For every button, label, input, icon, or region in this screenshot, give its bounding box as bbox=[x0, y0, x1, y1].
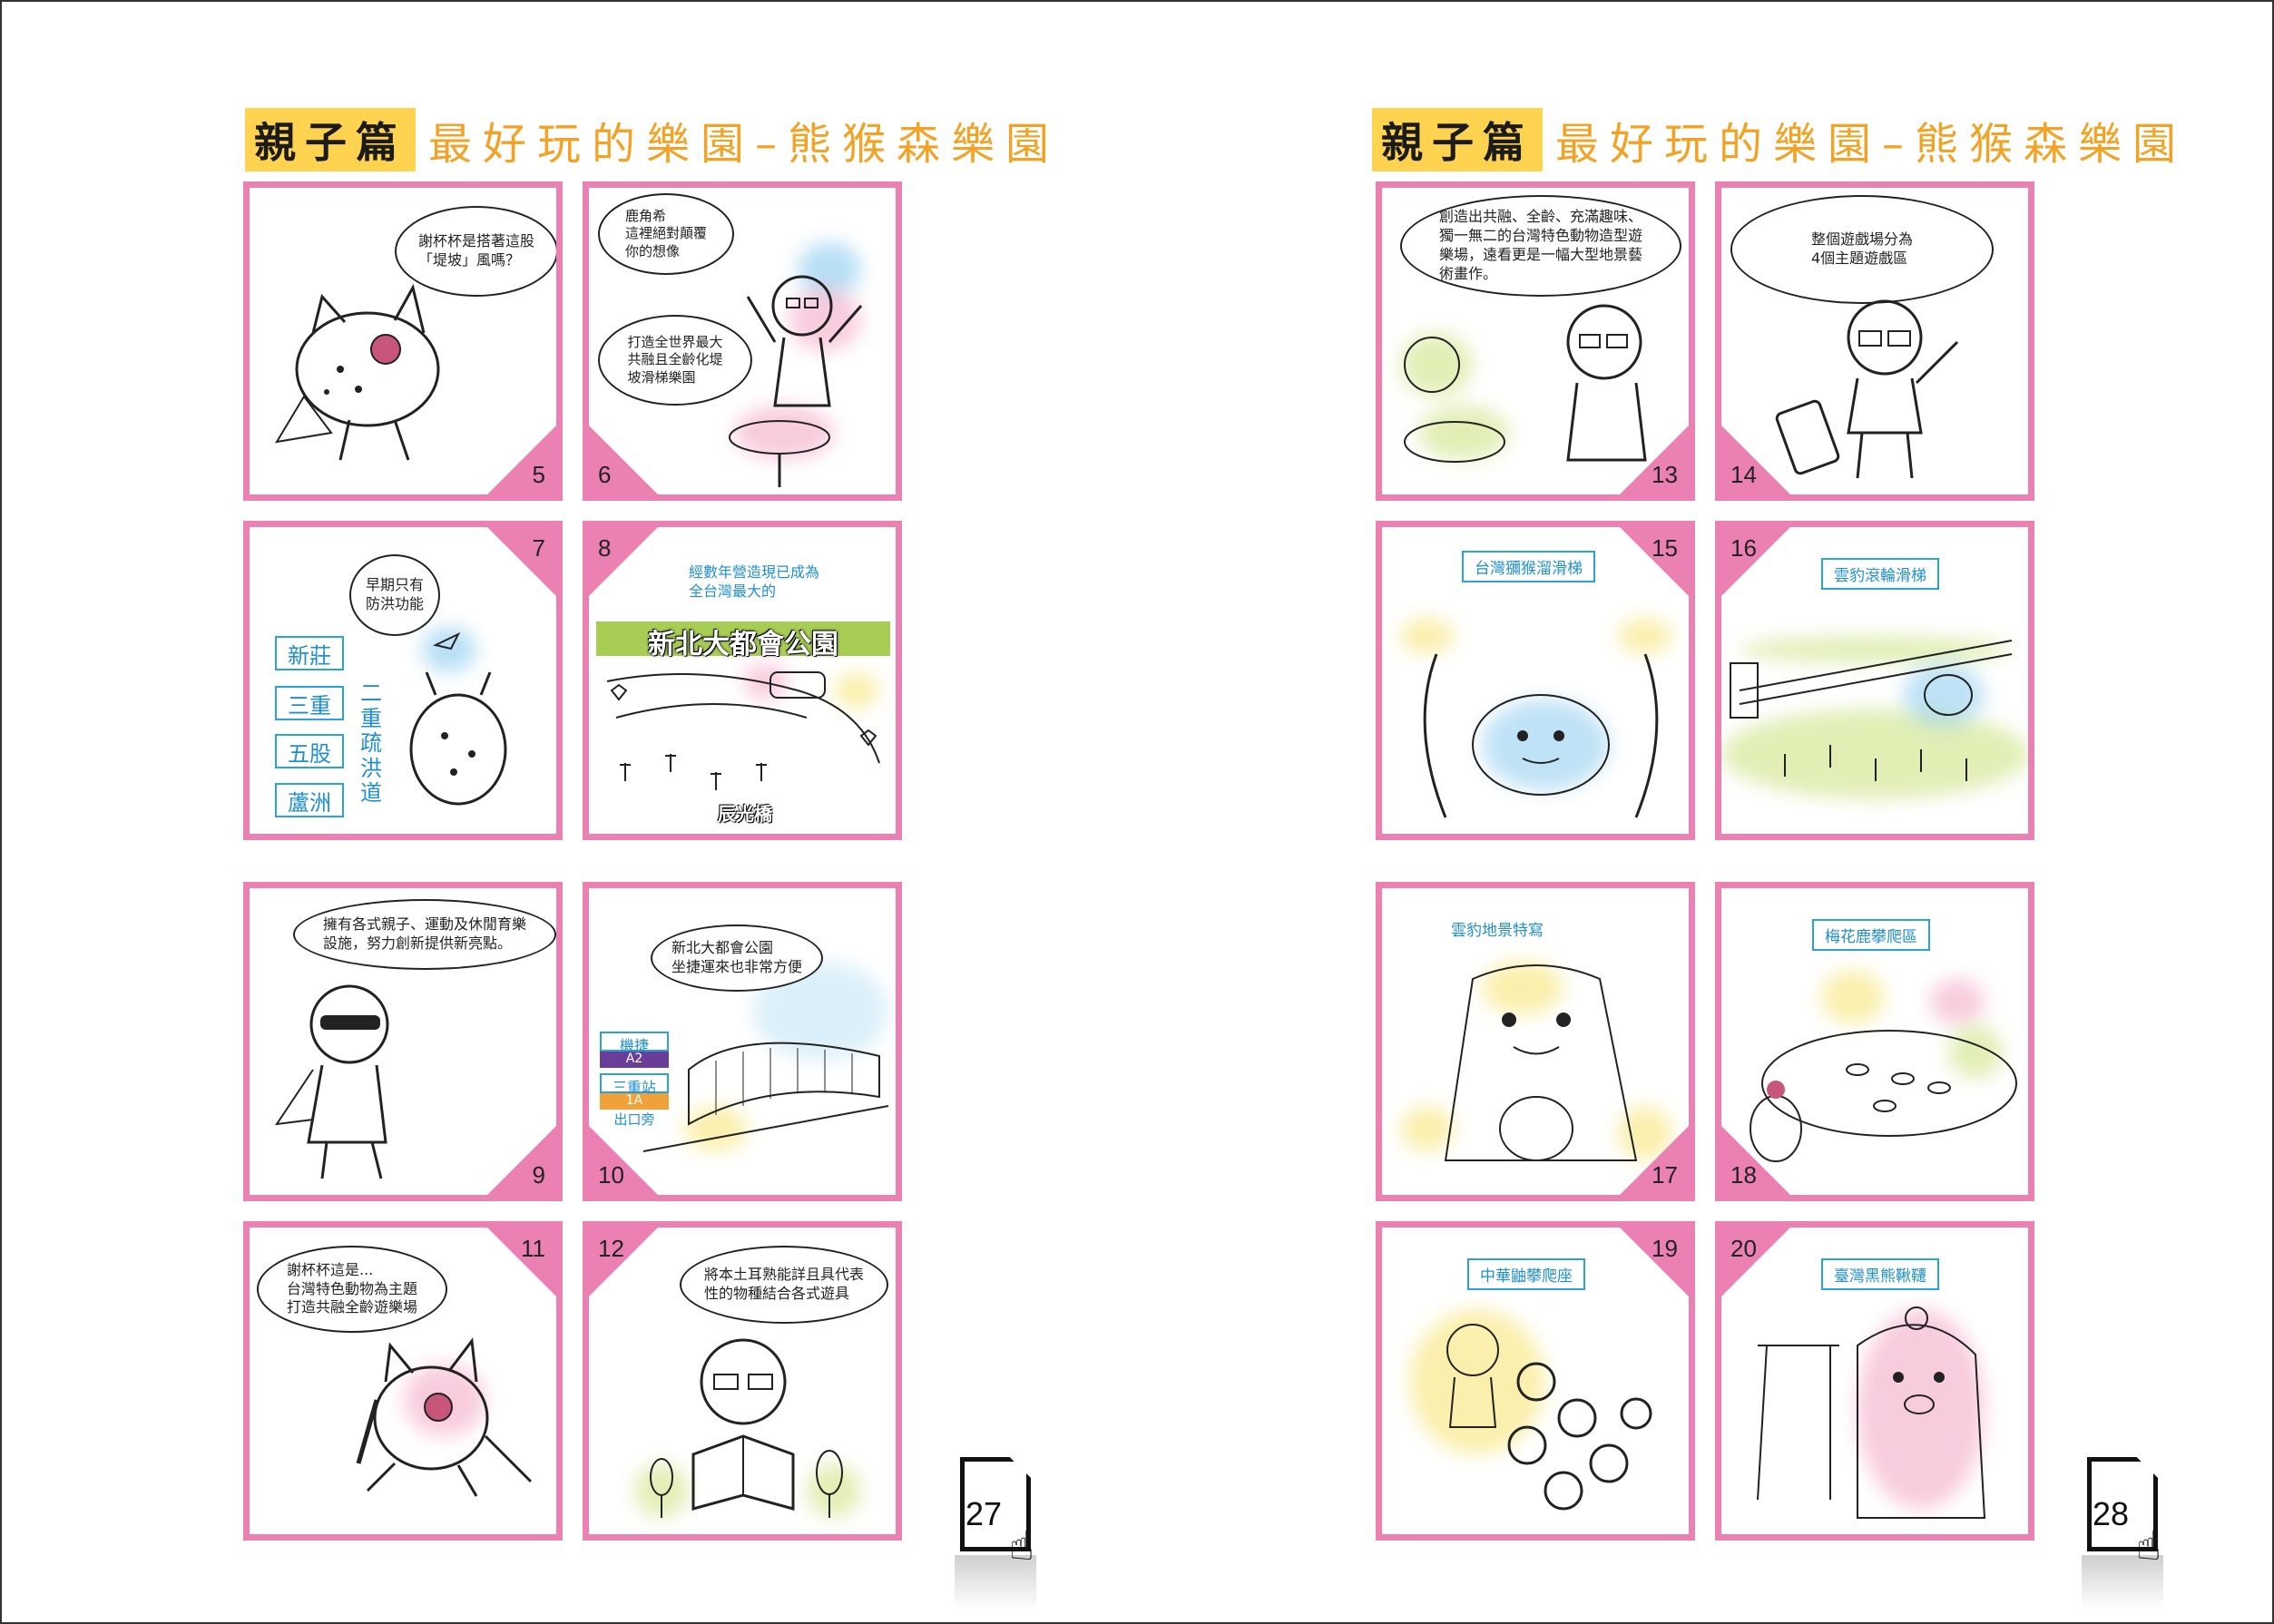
page-number-badge-left: 27 ☝ bbox=[955, 1457, 1036, 1609]
man-landscape-illustration bbox=[1404, 304, 1647, 463]
comic-panel-18: 梅花鹿攀爬區 18 bbox=[1715, 882, 2034, 1201]
panel-number: 20 bbox=[1730, 1235, 1757, 1262]
park-name-banner: 新北大都會公園 bbox=[596, 621, 890, 660]
panel-number: 19 bbox=[1652, 1235, 1678, 1262]
district-label: 蘆洲 bbox=[275, 783, 344, 817]
area-label: 臺灣黑熊鞦韆 bbox=[1821, 1258, 1939, 1290]
macaque-slide-illustration bbox=[1423, 653, 1659, 818]
title-tag: 親子篇 bbox=[245, 108, 416, 171]
comic-panel-6: 鹿角希 這裡絕對顛覆 你的想像 打造全世界最大 共融且全齡化堤 坡滑梯樂園 6 bbox=[583, 181, 902, 501]
man-reading-illustration bbox=[650, 1338, 843, 1518]
panel-number: 13 bbox=[1652, 461, 1678, 488]
speech-bubble-bottom: 打造全世界最大 共融且全齡化堤 坡滑梯樂園 bbox=[598, 315, 752, 406]
comic-panel-16: 雲豹滾輪滑梯 16 bbox=[1715, 521, 2034, 840]
comic-panel-13: 創造出共融、全齡、充滿趣味、 獨一無二的台灣特色動物造型遊 樂場，遠看更是一幅大… bbox=[1376, 181, 1695, 501]
comic-panel-17: 雲豹地景特寫 17 bbox=[1376, 882, 1695, 1201]
panel-number: 15 bbox=[1652, 534, 1678, 562]
exit-label: 出口旁 bbox=[613, 1111, 655, 1128]
comic-panel-19: 中華鼬攀爬座 19 bbox=[1376, 1221, 1695, 1541]
station-name: 三重站 bbox=[600, 1073, 669, 1096]
speech-bubble-top: 鹿角希 這裡絕對顛覆 你的想像 bbox=[598, 193, 734, 275]
black-bear-swing-illustration bbox=[1757, 1306, 1986, 1519]
page-number: 27 bbox=[965, 1495, 1003, 1532]
page-title-right: 親子篇 最好玩的樂園–熊猴森樂園 bbox=[1372, 108, 2188, 171]
man-with-luggage-illustration bbox=[1775, 299, 1959, 479]
weasel-climbing-seat-illustration bbox=[1446, 1324, 1652, 1511]
metro-sign: 機捷 A2 三重站 1A 出口旁 bbox=[600, 1032, 669, 1129]
speech-bubble: 謝杯杯是搭著這股 「堤坡」風嗎？ bbox=[395, 206, 556, 297]
comic-panel-10: 新北大都會公園 坐捷運來也非常方便 機捷 A2 三重站 1A 出口旁 10 bbox=[583, 882, 902, 1201]
speech-bubble: 擁有各式親子、運動及休閒育樂 設施，努力創新提供新亮點。 bbox=[293, 899, 556, 970]
bridge-label: 辰光橋 bbox=[718, 803, 772, 825]
panel-number: 18 bbox=[1730, 1161, 1757, 1189]
leopard-landscape-illustration bbox=[1444, 964, 1638, 1161]
deer-character-illustration bbox=[409, 631, 507, 806]
man-sunglasses-illustration bbox=[274, 984, 389, 1179]
comic-panel-12: 將本土耳熟能詳且具代表 性的物種結合各式遊具 12 bbox=[583, 1221, 902, 1541]
comic-panel-11: 謝杯杯這是... 台灣特色動物為主題 打造共融全齡遊樂場 11 bbox=[243, 1221, 563, 1541]
panel-number: 14 bbox=[1730, 461, 1757, 488]
panel-number: 9 bbox=[532, 1161, 545, 1189]
page-title-left: 親子篇 最好玩的樂園–熊猴森樂園 bbox=[245, 108, 1061, 171]
leopard-roller-slide-illustration bbox=[1730, 640, 2013, 781]
panel-number: 8 bbox=[598, 534, 612, 562]
pointing-hand-icon: ☝ bbox=[1009, 1521, 1035, 1570]
speech-bubble: 整個遊戲場分為 4個主題遊戲區 bbox=[1730, 195, 1994, 304]
page-number: 28 bbox=[2093, 1495, 2130, 1532]
panel-number: 11 bbox=[521, 1235, 545, 1262]
page-doc-icon bbox=[960, 1457, 1031, 1551]
comic-panel-20: 臺灣黑熊鞦韆 20 bbox=[1715, 1221, 2034, 1541]
panel-number: 6 bbox=[598, 461, 612, 488]
vertical-label: 二重疏洪道 bbox=[360, 680, 382, 807]
speech-bubble: 謝杯杯這是... 台灣特色動物為主題 打造共融全齡遊樂場 bbox=[257, 1246, 447, 1333]
comic-panel-9: 擁有各式親子、運動及休閒育樂 設施，努力創新提供新亮點。 9 bbox=[243, 882, 563, 1201]
caption-text: 經數年營造現已成為 全台灣最大的 bbox=[689, 563, 820, 600]
title-tag: 親子篇 bbox=[1372, 108, 1543, 171]
comic-panel-8: 經數年營造現已成為 全台灣最大的 新北大都會公園 辰光橋 8 bbox=[583, 521, 902, 840]
panel-number: 17 bbox=[1652, 1161, 1678, 1189]
area-label: 梅花鹿攀爬區 bbox=[1812, 919, 1930, 951]
speech-bubble: 創造出共融、全齡、充滿趣味、 獨一無二的台灣特色動物造型遊 樂場，遠看更是一幅大… bbox=[1400, 195, 1681, 297]
cat-with-pen-illustration bbox=[356, 1337, 533, 1497]
comic-panel-15: 台灣獼猴溜滑梯 15 bbox=[1376, 521, 1695, 840]
man-on-flower-illustration bbox=[729, 275, 863, 487]
comic-panel-14: 整個遊戲場分為 4個主題遊戲區 14 bbox=[1715, 181, 2034, 501]
area-label: 雲豹地景特寫 bbox=[1451, 922, 1544, 940]
page-doc-icon bbox=[2087, 1457, 2158, 1551]
pointing-hand-icon: ☝ bbox=[2136, 1521, 2162, 1570]
exit-code: 1A bbox=[600, 1093, 669, 1110]
metro-line-label: 機捷 bbox=[600, 1032, 669, 1054]
title-text: 最好玩的樂園–熊猴森樂園 bbox=[1555, 119, 2188, 170]
panel-number: 16 bbox=[1730, 534, 1757, 562]
district-label: 五股 bbox=[275, 734, 344, 768]
metro-station-illustration bbox=[642, 1042, 889, 1152]
area-label: 雲豹滾輪滑梯 bbox=[1821, 558, 1939, 590]
area-label: 中華鼬攀爬座 bbox=[1467, 1258, 1585, 1290]
speech-bubble: 早期只有 防洪功能 bbox=[349, 554, 440, 636]
speech-bubble: 將本土耳熟能詳且具代表 性的物種結合各式遊具 bbox=[680, 1246, 888, 1324]
comic-panel-7: 早期只有 防洪功能 新莊 三重 五股 蘆洲 二重疏洪道 7 bbox=[243, 521, 563, 840]
panel-number: 10 bbox=[598, 1161, 624, 1189]
title-text: 最好玩的樂園–熊猴森樂園 bbox=[428, 119, 1061, 170]
panel-number: 7 bbox=[532, 534, 545, 562]
area-label: 台灣獼猴溜滑梯 bbox=[1462, 551, 1595, 582]
panel-number: 5 bbox=[532, 461, 545, 488]
station-code: A2 bbox=[600, 1052, 669, 1068]
district-label: 三重 bbox=[275, 686, 344, 720]
park-aerial-illustration bbox=[606, 671, 880, 790]
panel-number: 12 bbox=[598, 1235, 624, 1262]
district-label: 新莊 bbox=[275, 636, 344, 670]
comic-panel-5: 謝杯杯是搭著這股 「堤坡」風嗎？ 5 bbox=[243, 181, 563, 501]
speech-bubble: 新北大都會公園 坐捷運來也非常方便 bbox=[651, 925, 823, 992]
page-number-badge-right: 28 ☝ bbox=[2082, 1457, 2163, 1609]
cat-character-illustration bbox=[275, 283, 440, 461]
